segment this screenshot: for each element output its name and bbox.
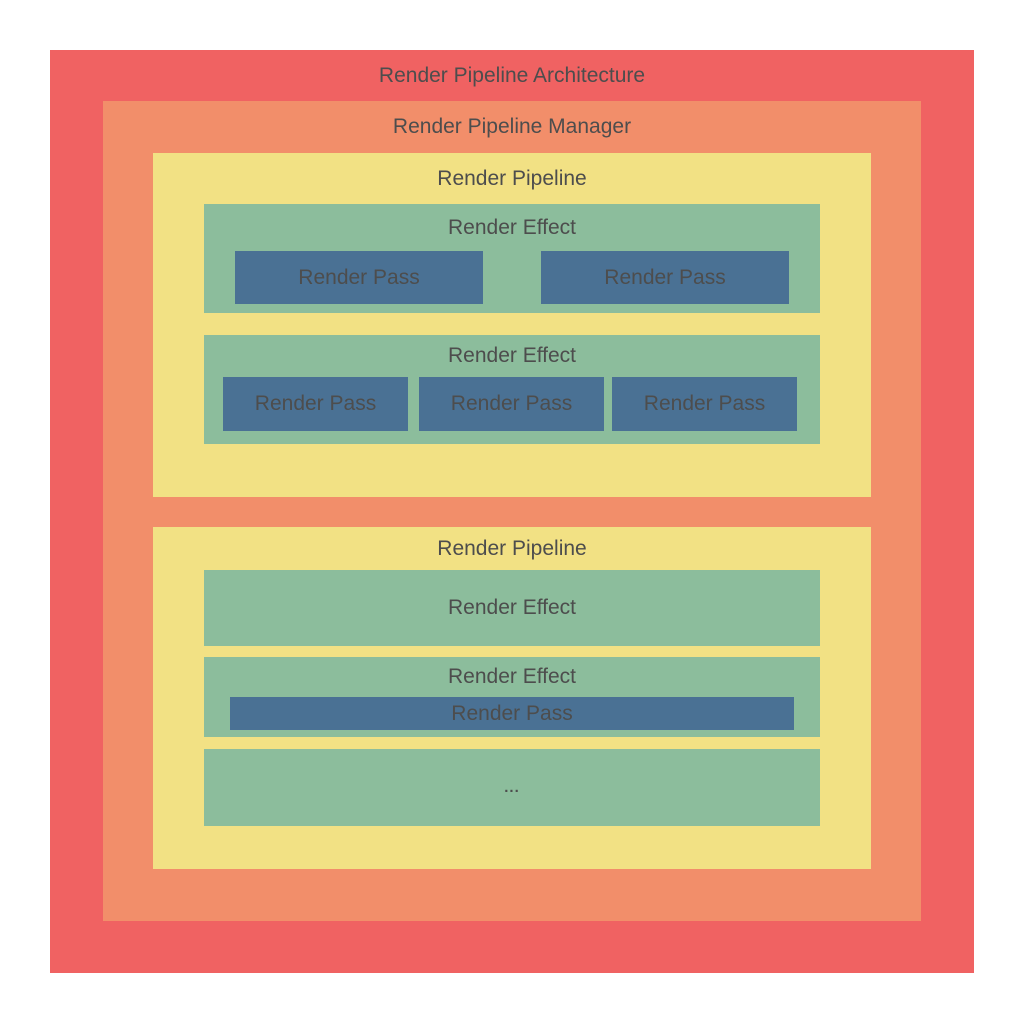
pipeline-2-title: Render Pipeline (437, 537, 587, 560)
effect-box: Render Effect Render Pass (204, 657, 820, 737)
effect-title: Render Effect (447, 216, 577, 239)
effect-title: Render Effect (447, 344, 577, 367)
manager-box: Render Pipeline Manager Render Pipeline … (103, 101, 921, 921)
effect-box: Render Effect (204, 570, 820, 646)
effect-box: Render Effect Render Pass Render Pass (204, 204, 820, 313)
pass-box: Render Pass (612, 377, 797, 431)
ellipsis-label: ... (504, 779, 520, 796)
pass-box: Render Pass (230, 697, 794, 730)
pass-box: Render Pass (235, 251, 483, 304)
effect-box-ellipsis: ... (204, 749, 820, 826)
pass-box: Render Pass (541, 251, 789, 304)
effect-box: Render Effect Render Pass Render Pass Re… (204, 335, 820, 444)
architecture-title: Render Pipeline Architecture (378, 64, 646, 87)
pipeline-box-2: Render Pipeline Render Effect Render Eff… (153, 527, 871, 869)
pipeline-1-title: Render Pipeline (437, 167, 587, 190)
effect-title: Render Effect (447, 596, 577, 619)
architecture-box: Render Pipeline Architecture Render Pipe… (50, 50, 974, 973)
pipeline-box-1: Render Pipeline Render Effect Render Pas… (153, 153, 871, 497)
pass-box: Render Pass (223, 377, 408, 431)
pass-box: Render Pass (419, 377, 604, 431)
effect-title: Render Effect (447, 665, 577, 688)
manager-title: Render Pipeline Manager (392, 115, 632, 138)
